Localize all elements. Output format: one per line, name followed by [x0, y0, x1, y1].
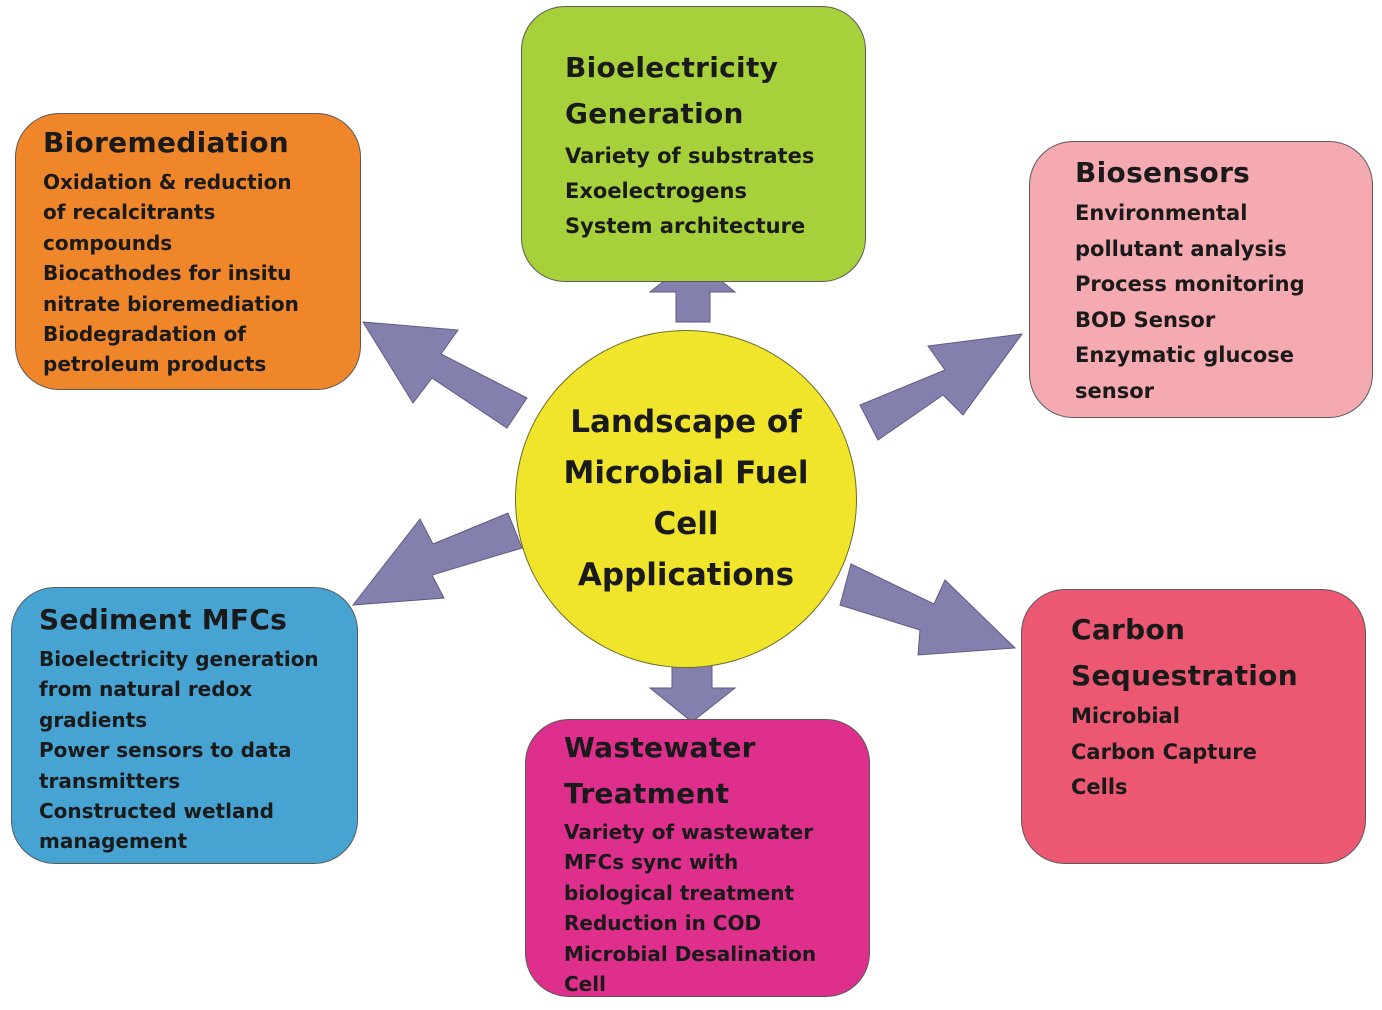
biosensors-title: Biosensors [1075, 156, 1251, 189]
arrow-to-sediment [351, 512, 523, 606]
list-item: Cells [1071, 775, 1128, 799]
carbon-sequestration-title: Carbon Sequestration [1071, 613, 1298, 692]
list-item: Power sensors to data [39, 738, 292, 763]
arrow-to-biosensors [859, 333, 1024, 441]
list-item: MFCs sync with [564, 850, 739, 875]
list-item: Bioelectricity generation [39, 647, 319, 671]
list-item: Reduction in COD [564, 911, 762, 936]
list-item: Variety of wastewater [564, 820, 814, 844]
bioelectricity-title: Bioelectricity Generation [565, 51, 779, 130]
wastewater-treatment-items: Variety of wastewater MFCs sync with bio… [564, 817, 869, 997]
list-item: Process monitoring [1075, 272, 1305, 296]
sediment-mfcs-box: Sediment MFCs Bioelectricity generation … [11, 587, 358, 864]
list-item: Variety of substrates [565, 144, 815, 168]
sediment-mfcs-title: Sediment MFCs [39, 603, 288, 636]
bioremediation-title: Bioremediation [43, 126, 290, 159]
list-item: Cell [564, 972, 606, 997]
wastewater-treatment-box: Wastewater Treatment Variety of wastewat… [525, 719, 870, 997]
list-item: biological treatment [564, 880, 795, 905]
wastewater-treatment-title: Wastewater Treatment [564, 731, 756, 810]
list-item: Biocathodes for insitu [43, 261, 292, 286]
carbon-sequestration-items: Microbial Carbon Capture Cells [1071, 699, 1365, 806]
bioelectricity-items: Variety of substrates Exoelectrogens Sys… [565, 139, 865, 244]
list-item: of recalcitrants [43, 200, 216, 225]
arrow-to-bioremediation [362, 321, 528, 429]
list-item: management [39, 829, 188, 854]
list-item: pollutant analysis [1075, 236, 1287, 261]
bioelectricity-box: Bioelectricity Generation Variety of sub… [521, 6, 866, 282]
list-item: Oxidation & reduction [43, 170, 292, 194]
list-item: nitrate bioremediation [43, 291, 299, 316]
list-item: compounds [43, 230, 173, 255]
center-circle: Landscape of Microbial Fuel Cell Applica… [515, 330, 857, 668]
biosensors-box: Biosensors Environmental pollutant analy… [1029, 141, 1373, 418]
carbon-sequestration-box: Carbon Sequestration Microbial Carbon Ca… [1021, 589, 1366, 864]
center-title: Landscape of Microbial Fuel Cell Applica… [563, 404, 809, 593]
list-item: transmitters [39, 768, 181, 793]
bioremediation-box: Bioremediation Oxidation & reduction of … [15, 113, 361, 390]
list-item: Microbial Desalination [564, 941, 817, 966]
list-item: System architecture [565, 214, 806, 238]
list-item: Biodegradation of [43, 322, 247, 347]
list-item: Enzymatic glucose [1075, 343, 1295, 367]
arrow-to-wastewater [648, 659, 737, 723]
list-item: Exoelectrogens [565, 179, 747, 203]
list-item: gradients [39, 707, 148, 732]
list-item: petroleum products [43, 352, 267, 377]
biosensors-items: Environmental pollutant analysis Process… [1075, 196, 1372, 409]
sediment-mfcs-items: Bioelectricity generation from natural r… [39, 644, 357, 857]
arrow-to-carbon [839, 563, 1017, 656]
list-item: BOD Sensor [1075, 307, 1216, 332]
list-item: Environmental [1075, 201, 1248, 225]
list-item: from natural redox [39, 677, 253, 702]
list-item: Microbial [1071, 704, 1180, 728]
bioremediation-items: Oxidation & reduction of recalcitrants c… [43, 167, 360, 380]
list-item: sensor [1075, 378, 1154, 403]
list-item: Constructed wetland [39, 799, 274, 824]
list-item: Carbon Capture [1071, 739, 1257, 764]
